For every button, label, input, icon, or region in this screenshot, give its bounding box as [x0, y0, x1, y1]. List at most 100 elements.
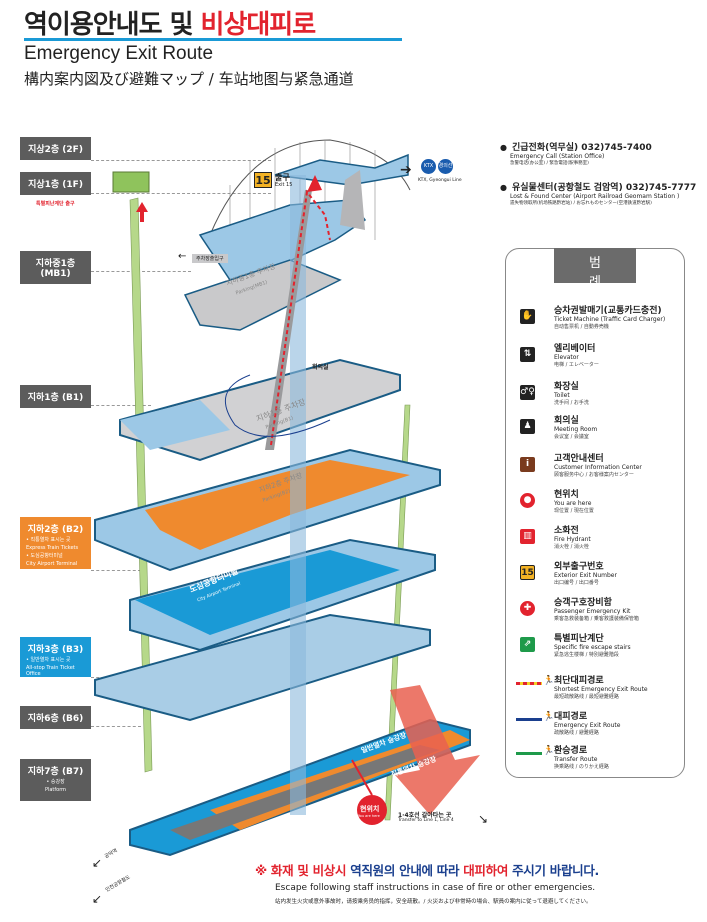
title-prefix: 역이용안내도 및 [24, 10, 201, 40]
title-english: Emergency Exit Route [24, 43, 214, 64]
floor-line [91, 405, 151, 406]
footer-notice: ※ 화재 및 비상시 역직원의 안내에 따라 대피하여 주시기 바랍니다. Es… [255, 860, 707, 905]
you-are-here-marker [357, 795, 387, 825]
floor-tag-mb1: 지하중1층 (MB1) [20, 251, 91, 284]
floor-tag-1f: 지상1층 (1F) [20, 172, 91, 195]
fire-escape-exit-label: 특별피난계단 출구 [36, 201, 75, 207]
title-highlight: 비상대피로 [200, 10, 317, 40]
legend-cjk: 洗手间 / お手洗 [554, 400, 589, 406]
legend-ko: 외부출구번호 [554, 562, 604, 572]
arrow-right-icon: ➔ [400, 162, 412, 178]
escape-stairs-icon: ⇗ [520, 637, 535, 652]
legend-en: Customer Information Center [554, 464, 642, 471]
legend-en: Ticket Machine (Traffic Card Charger) [554, 316, 666, 323]
legend-en: Transfer Route [554, 756, 598, 763]
legend-en: Elevator [554, 354, 579, 361]
transfer-label: 1·4호선 갈아타는 곳 [398, 812, 452, 819]
legend-ko: 환승경로 [554, 746, 588, 756]
to-line4-label: 인천공항철도 [104, 874, 132, 894]
legend-ko: 대피경로 [554, 712, 588, 722]
exit-label: 출구 [275, 173, 290, 182]
legend-en: You are here [554, 500, 592, 507]
you-are-here-icon: ● [520, 493, 535, 508]
legend-ko: 현위치 [554, 490, 579, 500]
exit-arrow-icon [136, 202, 148, 222]
stair-ramp [340, 170, 365, 230]
floor-tag-2f: 지상2층 (2F) [20, 137, 91, 160]
title-cjk: 構内案内図及び避難マップ / 车站地图与紧急通道 [24, 70, 354, 88]
legend-cjk: 电梯 / エレベーター [554, 362, 599, 368]
footer-english: Escape following staff instructions in c… [275, 883, 596, 893]
meeting-room-icon: ♟ [520, 419, 535, 434]
legend-ko: 소화전 [554, 526, 579, 536]
floor-b3-concourse [135, 550, 400, 635]
shortest-route-path [270, 189, 331, 446]
title-divider [24, 38, 402, 41]
ktx-badge: KTX [421, 159, 436, 174]
legend-cjk: 乘客急救装备箱 / 乗客救護装備保管箱 [554, 616, 639, 622]
legend-ko: 고객안내센터 [554, 454, 604, 464]
legend-en: Shortest Emergency Exit Route [554, 686, 648, 693]
exit-number-icon: 15 [520, 565, 535, 580]
arrow-left-icon: ↙ [92, 892, 103, 906]
ticket-machine-icon: ✋ [520, 309, 535, 324]
legend-ko: 승차권발매기(교통카드충전) [554, 306, 662, 316]
big-exit-arrow [390, 685, 480, 815]
emergency-call: 긴급전화(역무실) 032)745-7400 Emergency Call (S… [500, 140, 707, 166]
floor-line [91, 193, 271, 194]
floor-b1-blue-area [120, 400, 230, 450]
elevator-icon: ⇅ [520, 347, 535, 362]
legend-ko: 회의실 [554, 416, 579, 426]
legend-en: Emergency Exit Route [554, 722, 621, 729]
legend-en: Fire Hydrant [554, 536, 591, 543]
ktx-line-label: KTX, Gyeongui Line [418, 178, 462, 183]
you-are-here-en: You are here [358, 814, 380, 818]
legend-header: 범 례 Legend 范例/凡例 [554, 248, 636, 299]
floor-tag-b3: 지하3층 (B3) • 일반열차 표시는 곳 All-stop Train Ti… [20, 637, 91, 677]
legend-en: Specific fire escape stairs [554, 644, 631, 651]
legend-ko: 화장실 [554, 382, 579, 392]
lost-and-found: 유실물센터(공항철도 검암역) 032)745-7777 Lost & Foun… [500, 180, 707, 206]
legend-cjk: 消火栓 / 消火栓 [554, 544, 589, 550]
floor-tag-b2: 지하2층 (B2) • 직통열차 표시는 곳 Express Train Tic… [20, 517, 91, 569]
legend-cjk: 现位置 / 現在位置 [554, 508, 594, 514]
legend-cjk: 疏散路线 / 避難経路 [554, 730, 599, 736]
floor-line [91, 160, 271, 161]
emergency-kit-icon: ✚ [520, 601, 535, 616]
exit-route-icon: 🏃 [516, 712, 554, 722]
exit-label-en: Exit 15 [275, 182, 293, 188]
floor-line [91, 570, 141, 571]
arrow-left-icon: ↙ [92, 856, 103, 870]
legend-en: Exterior Exit Number [554, 572, 617, 579]
legend-ko: 최단대피경로 [554, 676, 604, 686]
exit-number-badge: 15 [254, 172, 272, 188]
you-are-here-label: 현위치 [360, 805, 380, 813]
transfer-en: Transfer to Line 1, Line 4 [398, 818, 454, 823]
legend-cjk: 会议室 / 会議室 [554, 434, 589, 440]
legend-ko: 특별피난계단 [554, 634, 604, 644]
legend-en: Passenger Emergency Kit [554, 608, 631, 615]
legend-ko: 승객구호장비함 [554, 598, 612, 608]
legend-ko: 엘리베이터 [554, 344, 596, 354]
station-isometric-diagram [94, 139, 480, 857]
floor-line [91, 726, 141, 727]
route-arrowhead [307, 175, 322, 192]
shortest-route-icon: 🏃 [516, 676, 554, 686]
transfer-route-icon: 🏃 [516, 746, 554, 756]
legend-cjk: 出口编号 / 出口番号 [554, 580, 599, 586]
floor-line [91, 271, 191, 272]
arrow-down-right-icon: ↘ [478, 812, 489, 826]
floor-b2-terminal [145, 460, 410, 550]
legend-item: ✋ 승차권발매기(교통카드충전)Ticket Machine (Traffic C… [516, 303, 681, 339]
exit-route-path [225, 374, 331, 437]
